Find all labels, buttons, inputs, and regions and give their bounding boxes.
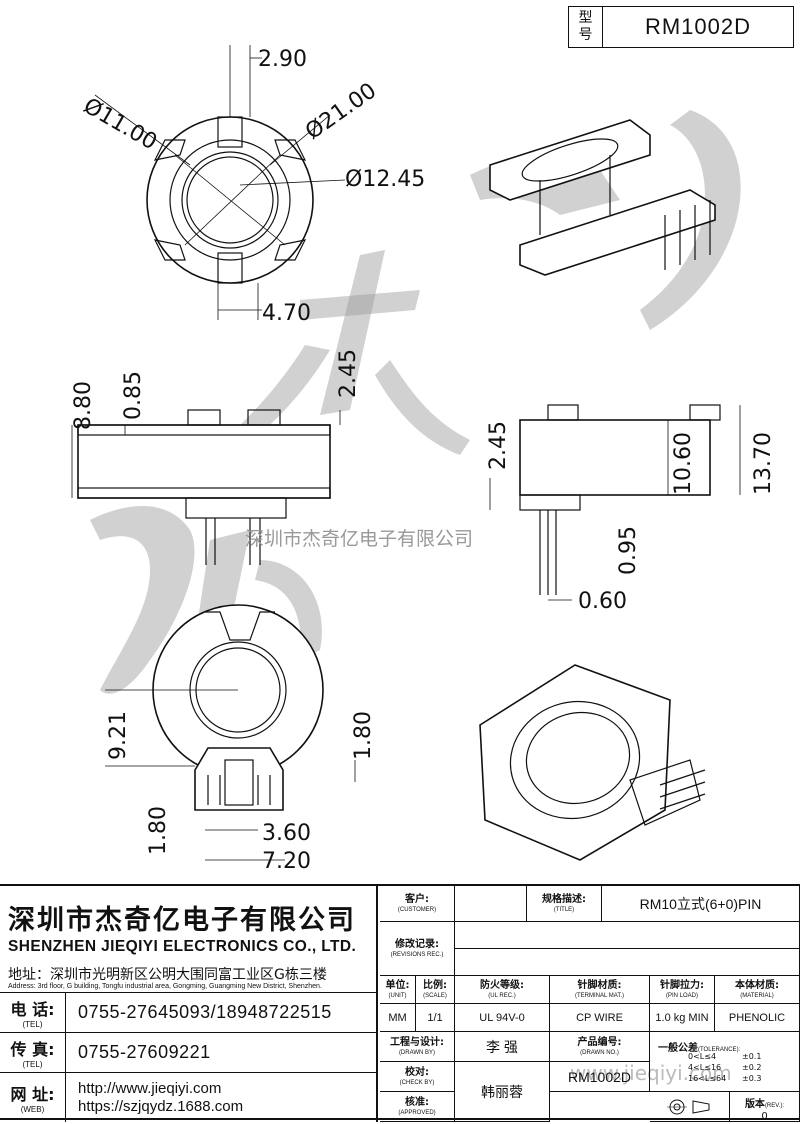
projection-symbol	[650, 1092, 730, 1122]
revisions-label: 修改记录:(REVISIONS REC.)	[380, 922, 455, 976]
drawing-no-label: 产品编号:(DRAWN NO.)	[550, 1032, 650, 1062]
drawn-value: 李 强	[455, 1032, 550, 1062]
pinload-value: 1.0 kg MIN	[650, 1004, 715, 1032]
address-en: Address: 3rd floor, G building, Tongfu i…	[8, 983, 322, 990]
dim-side-13.70: 13.70	[751, 432, 776, 495]
dim-top-dia-21: Ø21.00	[301, 78, 381, 145]
projection-icon	[666, 1099, 709, 1114]
dim-bottom-9.21: 9.21	[106, 711, 131, 760]
dim-bottom-7.20: 7.20	[262, 849, 311, 874]
material-label: 本体材质:(MATERIAL)	[715, 976, 800, 1004]
model-box: 型 号 RM1002D	[568, 6, 794, 48]
dim-side-0.95: 0.95	[616, 526, 641, 575]
bottom-view: 9.21 1.80 1.80 3.60 7.20	[105, 604, 376, 874]
ul-value: UL 94V-0	[455, 1004, 550, 1032]
dim-side-10.60: 10.60	[671, 432, 696, 495]
dim-top-2.90: 2.90	[258, 47, 307, 72]
address-cn: 地址：深圳市光明新区公明大围同富工业区G栋三楼	[8, 967, 327, 983]
front-view: 8.80 0.85 2.45	[71, 349, 361, 565]
revision-line-1	[455, 922, 800, 949]
fax-value: 0755-27609221	[78, 1042, 211, 1062]
company-name-cn: 深圳市杰奇亿电子有限公司	[8, 905, 356, 936]
iso-view-top	[489, 119, 716, 276]
terminal-value: CP WIRE	[550, 1004, 650, 1032]
tel-row: 电 话:(TEL) 0755-27645093/18948722515	[0, 992, 378, 1032]
tel-value: 0755-27645093/18948722515	[78, 1002, 332, 1022]
title-value: RM10立式(6+0)PIN	[602, 886, 800, 922]
dim-side-0.60: 0.60	[578, 589, 627, 614]
check-value: 韩丽蓉	[455, 1062, 550, 1122]
unit-label: 单位:(UNIT)	[380, 976, 416, 1004]
terminal-label: 针脚材质:(TERMINAL MAT.)	[550, 976, 650, 1004]
company-info: 深圳市杰奇亿电子有限公司 SHENZHEN JIEQIYI ELECTRONIC…	[0, 886, 378, 1122]
pinload-label: 针脚拉力:(PIN LOAD)	[650, 976, 715, 1004]
customer-value	[455, 886, 527, 922]
fax-row: 传 真:(TEL) 0755-27609221	[0, 1032, 378, 1072]
spec-grid: 客户:(CUSTOMER) 规格描述:(TITLE) RM10立式(6+0)PI…	[380, 886, 800, 1122]
dim-front-0.85: 0.85	[121, 371, 146, 420]
ul-label: 防火等级:(UL REC.)	[455, 976, 550, 1004]
dim-bottom-3.60: 3.60	[262, 821, 311, 846]
unit-value: MM	[380, 1004, 416, 1032]
title-label: 规格描述:(TITLE)	[527, 886, 602, 922]
material-value: PHENOLIC	[715, 1004, 800, 1032]
dim-bottom-1.80-left: 1.80	[146, 806, 171, 855]
scale-value: 1/1	[416, 1004, 455, 1032]
drawing-no-value: RM1002D	[550, 1062, 650, 1092]
company-name-en: SHENZHEN JIEQIYI ELECTRONICS CO., LTD.	[8, 938, 357, 955]
dim-front-8.80: 8.80	[71, 381, 96, 430]
customer-label: 客户:(CUSTOMER)	[380, 886, 455, 922]
rev-box: 版本(REV.): 0	[730, 1092, 800, 1122]
dim-top-4.70: 4.70	[262, 301, 311, 326]
model-label: 型 号	[569, 7, 603, 47]
scale-label: 比例:(SCALE)	[416, 976, 455, 1004]
dim-bottom-1.80-right: 1.80	[351, 711, 376, 760]
check-label: 校对:(CHECK BY)	[380, 1062, 455, 1092]
web-watermark: www.jieqiyi.com	[570, 1061, 732, 1085]
model-value: RM1002D	[644, 14, 752, 39]
side-view: 2.45 10.60 13.70 0.95 0.60	[486, 404, 776, 614]
web-url-2[interactable]: https://szjqydz.1688.com	[78, 1097, 244, 1115]
tolerance-box: 一般公差(TOLERANCE): 0<L≤4±0.1 4<L≤16±0.2 16…	[650, 1032, 800, 1092]
approved-label: 核准:(APPROVED)	[380, 1092, 455, 1122]
web-url-1[interactable]: http://www.jieqiyi.com	[78, 1079, 222, 1097]
watermark-text: 深圳市杰奇亿电子有限公司	[245, 528, 473, 550]
dim-top-dia-12.45: Ø12.45	[345, 167, 425, 192]
dim-side-2.45: 2.45	[486, 421, 511, 470]
drawn-label: 工程与设计:(DRAWN BY)	[380, 1032, 455, 1062]
revision-line-2	[455, 949, 800, 976]
title-block: 深圳市杰奇亿电子有限公司 SHENZHEN JIEQIYI ELECTRONIC…	[0, 884, 800, 1122]
dim-top-dia-11: Ø11.00	[79, 94, 161, 156]
dim-front-2.45: 2.45	[336, 349, 361, 398]
iso-view-bottom	[479, 664, 706, 861]
